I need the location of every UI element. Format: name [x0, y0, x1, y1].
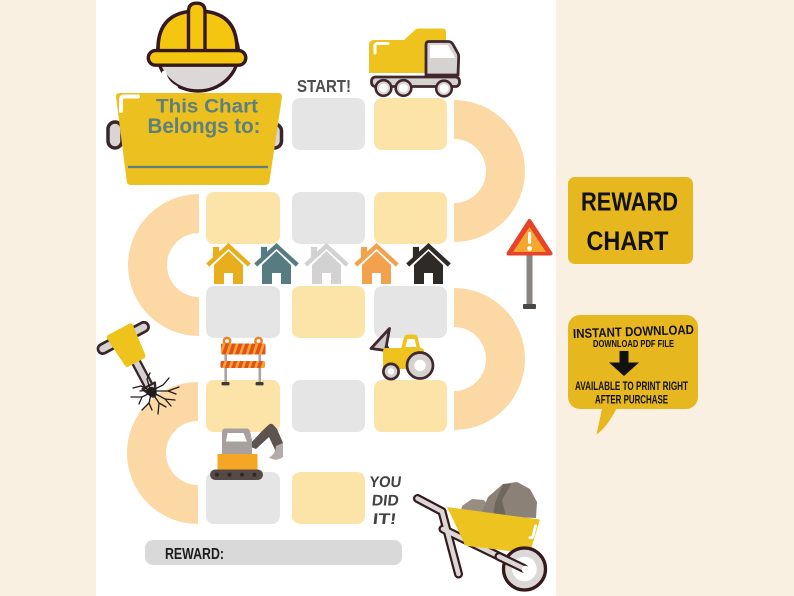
- svg-text:AFTER PURCHASE: AFTER PURCHASE: [595, 395, 668, 407]
- svg-text:REWARD:: REWARD:: [165, 546, 224, 563]
- svg-text:YOU: YOU: [368, 474, 402, 491]
- svg-text:CHART: CHART: [587, 226, 669, 256]
- svg-text:START!: START!: [297, 76, 351, 96]
- svg-text:IT!: IT!: [372, 511, 397, 528]
- svg-text:This Chart: This Chart: [156, 96, 259, 118]
- svg-text:REWARD: REWARD: [581, 189, 678, 217]
- svg-text:Belongs to:: Belongs to:: [148, 115, 261, 138]
- svg-text:DID: DID: [371, 493, 400, 510]
- svg-text:AVAILABLE TO PRINT RIGHT: AVAILABLE TO PRINT RIGHT: [575, 381, 688, 393]
- svg-text:DOWNLOAD PDF FILE: DOWNLOAD PDF FILE: [593, 338, 674, 350]
- svg-text:INSTANT DOWNLOAD: INSTANT DOWNLOAD: [573, 322, 694, 341]
